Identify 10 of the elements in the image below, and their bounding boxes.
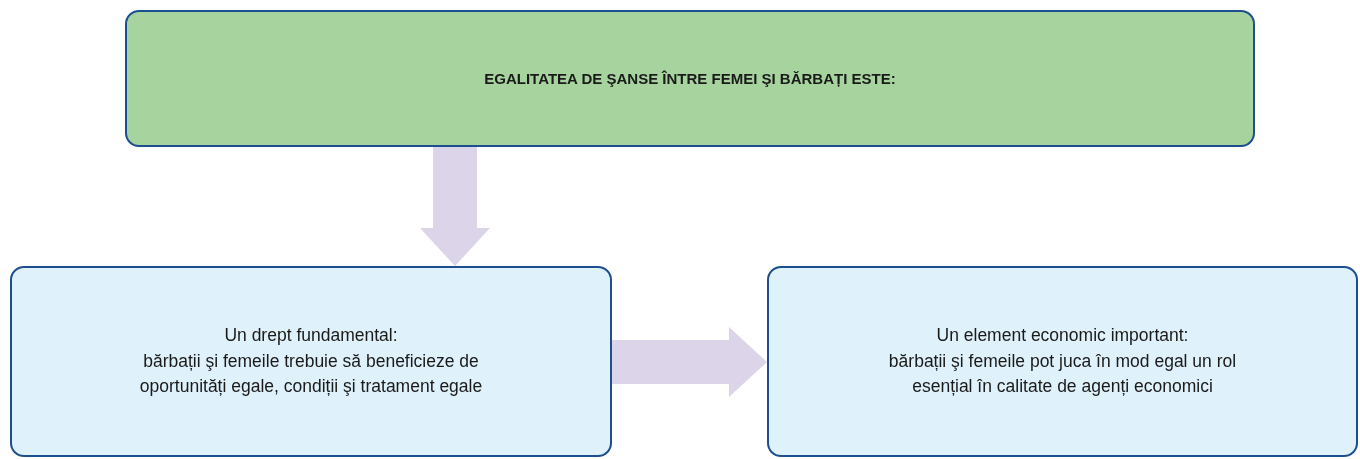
block-arrow xyxy=(420,147,490,266)
box-heading: EGALITATEA DE ŞANSE ÎNTRE FEMEI ŞI BĂRBAȚI ESTE: xyxy=(484,70,896,87)
box-text: bărbații şi femeile trebuie să beneficieze de oportunități egale, condiții şi tratament egale xyxy=(138,349,484,399)
heading-box xyxy=(125,10,1255,147)
block-arrow xyxy=(612,327,767,397)
content-box xyxy=(10,266,612,457)
box-text: bărbații şi femeile pot juca în mod egal un rol esențial în calitate de agenți economici xyxy=(887,349,1238,399)
content-box xyxy=(767,266,1358,457)
box-heading: Un element economic important: xyxy=(936,324,1189,348)
box-heading: Un drept fundamental: xyxy=(224,324,398,348)
